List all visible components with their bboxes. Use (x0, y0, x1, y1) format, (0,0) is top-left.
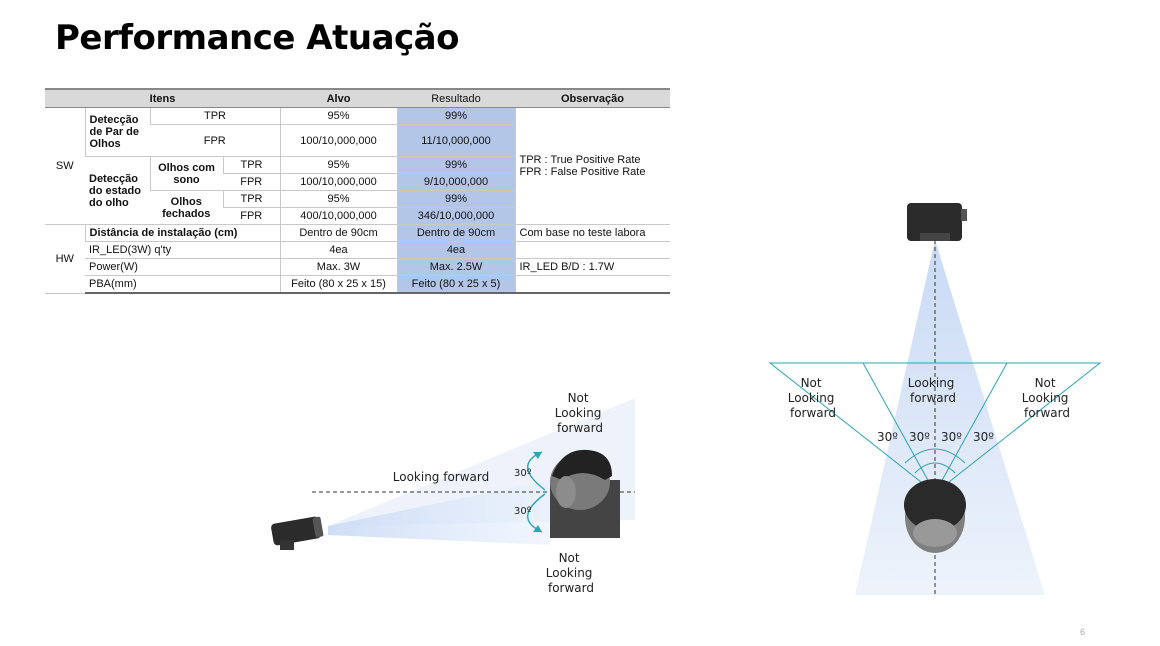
fov-inner-line-right (934, 362, 1008, 494)
alvo-cell: 4ea (279, 241, 397, 259)
angle-arcs (904, 448, 966, 464)
header-resultado: Resultado (397, 88, 515, 108)
angle-label: 30º (877, 430, 898, 444)
alvo-cell: 95% (279, 190, 397, 208)
side-view-diagram: Not Looking forward Looking forward 30º … (271, 391, 635, 595)
metric-label: FPR (223, 173, 280, 191)
label-looking-forward: Looking forward (393, 470, 490, 484)
camera-beam (855, 240, 1045, 595)
resultado-cell: 99% (396, 190, 515, 208)
page-number: 6 (1080, 627, 1086, 637)
eye-state-label: Detecção do estado do olho (85, 156, 150, 225)
hw-item-label: PBA(mm) (85, 275, 280, 294)
resultado-cell: 9/10,000,000 (396, 173, 515, 191)
header-alvo: Alvo (280, 88, 397, 108)
resultado-cell: 346/10,000,000 (396, 207, 515, 225)
angle-arcs-inner (914, 462, 956, 474)
alvo-cell: Max. 3W (279, 258, 397, 276)
label-looking-center: Looking forward (908, 376, 959, 405)
resultado-cell: Max. 2.5W (396, 258, 515, 276)
table-row: FPR 100/10,000,000 11/10,000,000 (45, 124, 670, 157)
alvo-cell: 100/10,000,000 (279, 124, 397, 157)
eye-pair-label: Detecção de Par de Olhos (84, 107, 150, 157)
label-not-looking-top: Not Looking forward (555, 391, 606, 435)
head-silhouette-icon (550, 449, 620, 538)
metric-label: TPR (222, 190, 280, 208)
angle-label: 30º (909, 430, 930, 444)
hw-item-label: Distância de instalação (cm) (84, 224, 280, 242)
alvo-cell: Feito (80 x 25 x 15) (279, 275, 397, 294)
hw-item-label: IR_LED(3W) q'ty (85, 241, 280, 259)
sleepy-eyes-label: Olhos com sono (149, 156, 223, 191)
alvo-cell: 100/10,000,000 (279, 173, 397, 191)
arrowhead-icon (533, 525, 542, 532)
angle-label: 30º (941, 430, 962, 444)
alvo-cell: Dentro de 90cm (279, 224, 397, 242)
angle-label-bottom: 30º (514, 506, 532, 517)
metric-label: TPR (149, 107, 280, 125)
camera-beam (328, 480, 550, 545)
header-observacao: Observação (515, 88, 670, 108)
label-not-looking-bottom: Not Looking forward (546, 551, 597, 595)
observacao-cell (514, 275, 670, 294)
table-header-row: Itens Alvo Resultado Observação (45, 88, 670, 108)
header-itens: Itens (45, 88, 280, 108)
camera-device-icon (271, 516, 324, 550)
table-row: PBA(mm) Feito (80 x 25 x 15) Feito (80 x… (45, 275, 670, 294)
camera-device-icon (907, 203, 967, 241)
label-not-looking-right: Not Looking forward (1022, 376, 1073, 420)
label-not-looking-left: Not Looking forward (788, 376, 839, 420)
resultado-cell: 99% (396, 107, 515, 125)
resultado-cell: 11/10,000,000 (396, 124, 515, 157)
head-silhouette-icon (904, 479, 966, 553)
resultado-cell: Dentro de 90cm (396, 224, 515, 242)
table-row: SW Detecção de Par de Olhos TPR 95% 99% … (45, 107, 670, 225)
angle-label-top: 30º (514, 468, 532, 479)
alvo-cell: 95% (279, 107, 397, 125)
field-of-view-triangle (768, 362, 1102, 494)
table-row: Detecção do estado do olho Olhos com son… (45, 156, 670, 225)
metric-label: FPR (150, 124, 280, 157)
alvo-cell: 400/10,000,000 (279, 207, 397, 225)
hw-item-label: Power(W) (85, 258, 280, 276)
resultado-cell: 4ea (396, 241, 515, 259)
table-row: FPR 100/10,000,000 9/10,000,000 (45, 173, 670, 191)
observacao-cell (514, 241, 670, 259)
resultado-cell: 99% (396, 156, 515, 174)
observacao-cell: IR_LED B/D : 1.7W (514, 258, 670, 276)
observacao-cell: Com base no teste labora (514, 224, 670, 242)
arrowhead-icon (533, 452, 542, 459)
page-title: Performance Atuação (55, 18, 459, 58)
metric-label: TPR (222, 156, 280, 174)
closed-eyes-label: Olhos fechados (150, 190, 223, 225)
sw-group-label: SW (45, 107, 85, 225)
top-view-diagram: Not Looking forward Looking forward Not … (768, 203, 1102, 595)
metric-label: FPR (223, 207, 280, 225)
table-row: HW Distância de instalação (cm) Dentro d… (45, 224, 670, 294)
table-row: IR_LED(3W) q'ty 4ea 4ea (45, 241, 670, 259)
alvo-cell: 95% (279, 156, 397, 174)
table-row: Olhos fechados TPR 95% 99% (45, 190, 670, 225)
table-row: FPR 400/10,000,000 346/10,000,000 (45, 207, 670, 225)
resultado-cell: Feito (80 x 25 x 5) (396, 275, 515, 294)
table-row: Power(W) Max. 3W Max. 2.5W IR_LED B/D : … (45, 258, 670, 276)
performance-table: Itens Alvo Resultado Observação SW Detec… (45, 88, 670, 294)
fov-inner-line-left (862, 362, 936, 494)
angle-label: 30º (973, 430, 994, 444)
hw-group-label: HW (45, 224, 85, 294)
